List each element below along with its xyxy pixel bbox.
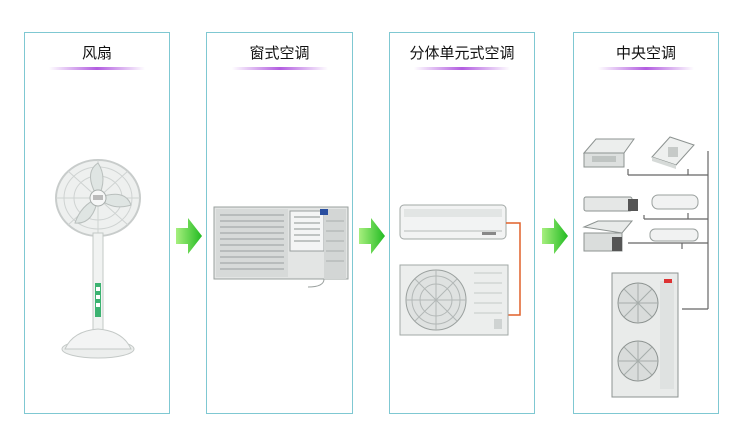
window-ac-image <box>213 206 349 288</box>
green-arrow-icon <box>176 218 202 254</box>
split-indoor-unit <box>399 204 507 240</box>
green-arrow-icon <box>542 218 568 254</box>
panel-central-ac: 中央空调 <box>573 32 719 414</box>
panel-title: 窗式空调 <box>249 44 310 62</box>
title-underline <box>49 67 145 70</box>
split-ac-image <box>399 204 521 336</box>
panel-window-ac: 窗式空调 <box>206 32 353 414</box>
split-outdoor-unit <box>399 264 509 336</box>
panel-title: 中央空调 <box>615 44 676 62</box>
green-arrow-icon <box>359 218 385 254</box>
panel-split-ac: 分体单元式空调 <box>389 32 535 414</box>
vrf-outdoor-unit <box>611 272 679 398</box>
central-ac-diagram <box>582 136 709 398</box>
fan-image <box>55 159 141 359</box>
title-underline <box>598 67 694 70</box>
panel-title: 分体单元式空调 <box>409 44 515 62</box>
panel-title: 风扇 <box>81 44 112 62</box>
title-underline <box>231 67 328 70</box>
panel-fan: 风扇 <box>24 32 170 414</box>
title-underline <box>414 67 510 70</box>
